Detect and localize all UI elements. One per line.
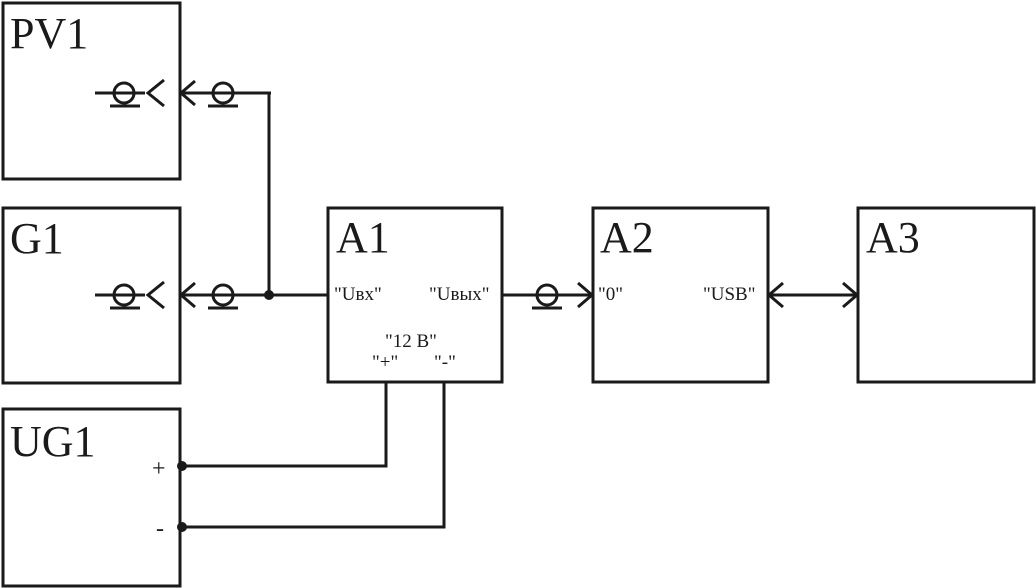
block-a2 — [591, 206, 770, 384]
ug1-label: UG1 — [10, 417, 96, 466]
a1-output-port-label: "Uвых" — [429, 284, 489, 305]
a1-label: A1 — [336, 213, 390, 262]
wire-power-plus — [182, 382, 388, 468]
a1-plus-port-label: "+" — [372, 352, 398, 373]
arrow-head-icon — [842, 281, 860, 309]
coax-connector-icon — [95, 78, 165, 108]
junction-dot-icon — [177, 461, 187, 471]
junction-dot-icon — [264, 290, 274, 300]
a2-output-port-label: "USB" — [703, 284, 755, 305]
a1-power-label: "12 В" — [385, 331, 437, 352]
pv1-label: PV1 — [10, 9, 88, 58]
coax-connector-icon — [532, 283, 562, 310]
arrow-head-icon — [577, 281, 595, 309]
a1-input-port-label: "Uвх" — [334, 284, 382, 305]
wire-power-minus — [182, 382, 446, 529]
a3-label: A3 — [866, 213, 920, 262]
block-ug1 — [1, 407, 182, 588]
g1-label: G1 — [10, 214, 64, 263]
arrow-head-icon — [178, 79, 196, 107]
ug1-plus-label: + — [152, 456, 166, 482]
a1-minus-port-label: "-" — [434, 352, 456, 373]
arrow-head-icon — [766, 281, 784, 309]
a2-label: A2 — [600, 213, 654, 262]
coax-connector-icon — [95, 280, 165, 310]
junction-dot-icon — [177, 522, 187, 532]
a2-input-port-label: "0" — [598, 284, 623, 305]
ug1-minus-label: - — [156, 516, 164, 542]
arrow-head-icon — [178, 281, 196, 309]
